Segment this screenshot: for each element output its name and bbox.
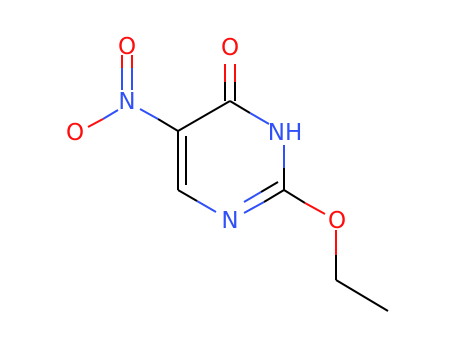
bond-n-o-nitro-top: [121, 55, 133, 90]
atom-o-carbonyl: O: [221, 35, 239, 61]
atom-o-nitro-top: O: [118, 34, 136, 60]
bond-n-o-nitro-left: [87, 109, 119, 128]
atom-nh-ring: NH: [268, 120, 303, 146]
bond-c2-n1: [243, 181, 285, 214]
atom-o-ether: O: [328, 208, 346, 234]
atom-n-nitro: N: [118, 89, 135, 115]
bond-c4-o-carbonyl: [224, 64, 236, 101]
bond-c2-o-ether: [283, 189, 326, 215]
bond-c5-n-nitro: [139, 108, 179, 132]
atom-n-ring: N: [221, 208, 238, 234]
bond-n1-c6: [177, 189, 217, 213]
atom-o-nitro-left: O: [66, 120, 84, 146]
bond-ch2-ch3: [335, 279, 389, 312]
bond-c4-n3: [229, 100, 270, 125]
bond-c6-c5: [177, 131, 187, 190]
bond-c5-c4: [177, 100, 231, 132]
